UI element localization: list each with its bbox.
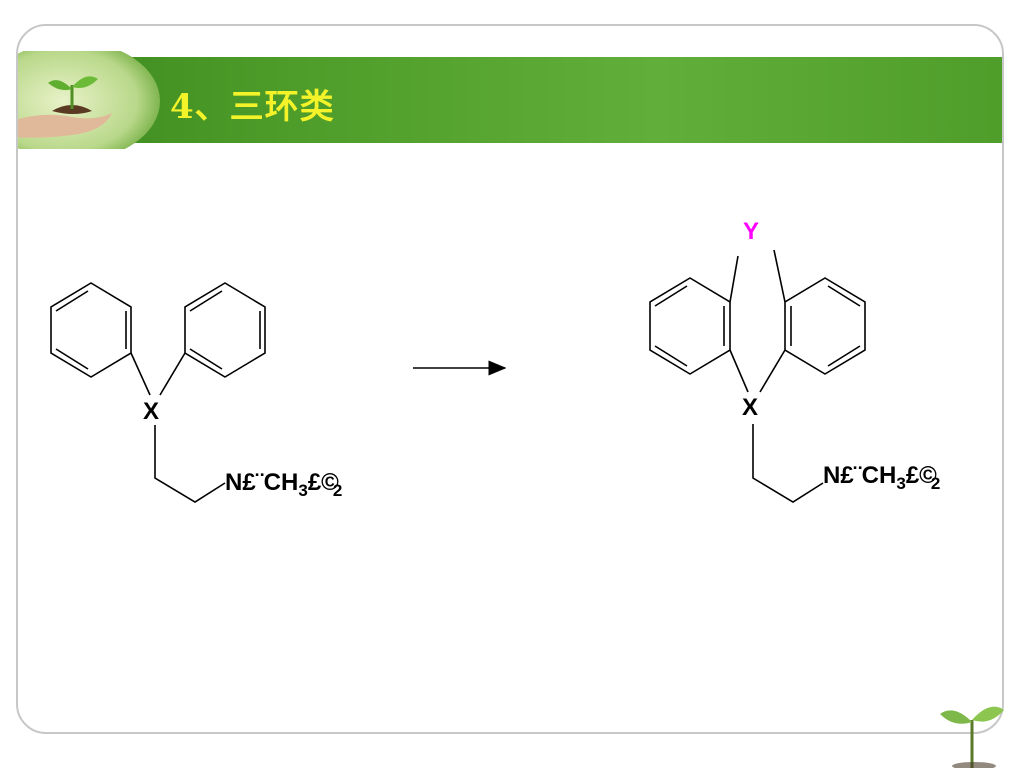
bond-ring2-x <box>159 352 186 396</box>
ethyl-side-chain <box>752 424 824 503</box>
title-banner: 4、三环类 <box>18 51 1002 149</box>
left-molecule <box>50 282 266 503</box>
right-molecule <box>649 249 866 503</box>
left-x-atom: X <box>143 398 159 425</box>
left-amine-main: N£¨CH <box>225 469 298 496</box>
left-amine-count: 2 <box>333 481 342 500</box>
left-benzene-ring-2 <box>184 282 266 378</box>
bond-ring1-y <box>729 255 739 303</box>
right-amine-sub: 3 <box>896 474 905 493</box>
bond-ring1-x <box>130 352 151 396</box>
bond-ring2-y <box>773 249 786 303</box>
right-amine-count: 2 <box>931 474 940 493</box>
bond-ring1-x <box>729 349 749 393</box>
right-amine-group: N£¨CH3£©2 <box>823 462 940 493</box>
seedling-in-hand-icon <box>18 51 160 149</box>
right-amine-main: N£¨CH <box>823 462 896 489</box>
right-benzene-ring-2 <box>784 277 866 375</box>
left-amine-sub: 3 <box>298 481 307 500</box>
sprout-icon <box>940 706 1004 768</box>
left-amine-group: N£¨CH3£©2 <box>225 469 342 500</box>
ethyl-side-chain <box>154 425 226 503</box>
right-benzene-ring-1 <box>649 277 731 375</box>
left-benzene-ring-1 <box>50 282 132 378</box>
right-x-atom: X <box>742 394 758 421</box>
bond-ring2-x <box>759 349 786 393</box>
right-y-atom: Y <box>743 218 759 245</box>
page-title: 4、三环类 <box>170 87 335 127</box>
slide-frame: 4、三环类 <box>16 24 1004 734</box>
left-amine-suffix: £© <box>308 469 339 496</box>
right-amine-suffix: £© <box>906 462 937 489</box>
